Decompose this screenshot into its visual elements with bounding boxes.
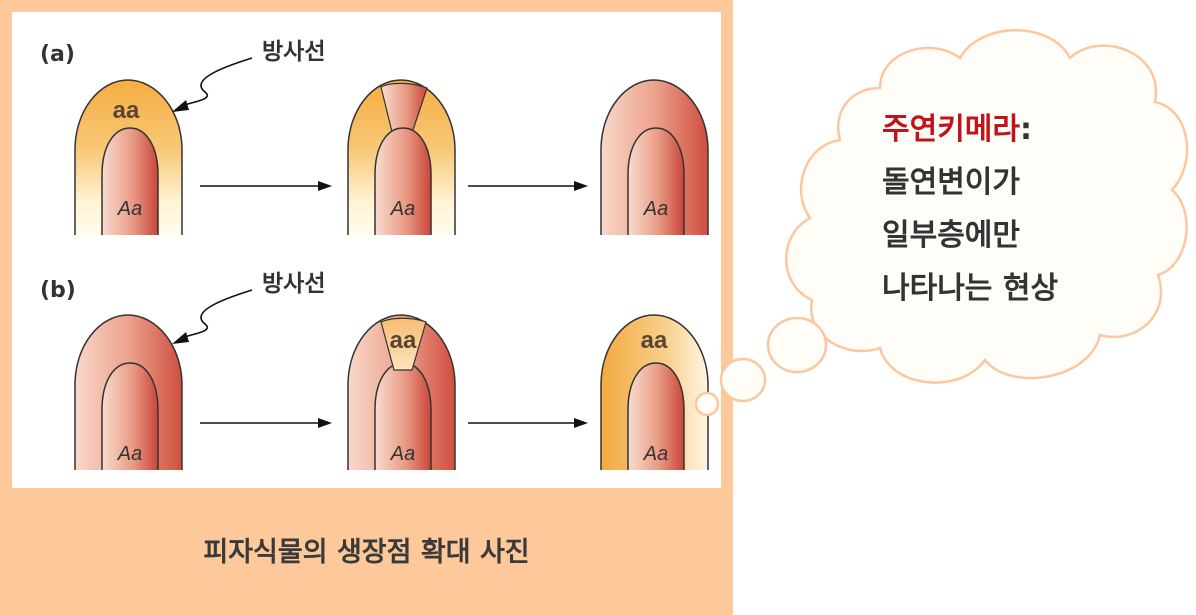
- genotype-aa-b3: aa: [641, 327, 668, 354]
- bubble-line-3: 나타나는 현상: [882, 271, 1059, 306]
- meristem-a3: [600, 79, 709, 235]
- genotype-Aa-a3: Aa: [643, 198, 668, 220]
- genotype-Aa-b3: Aa: [643, 443, 668, 465]
- thought-dot-large: [766, 316, 828, 374]
- radiation-label-b: 방사선: [262, 271, 326, 297]
- meristem-b2: [347, 314, 456, 470]
- figure-caption: 피자식물의 생장점 확대 사진: [203, 537, 530, 568]
- radiation-arrow-a: [172, 57, 253, 112]
- bubble-colon: :: [1020, 112, 1032, 147]
- genotype-Aa-b1: Aa: [117, 443, 142, 465]
- meristem-b1: [74, 314, 183, 470]
- radiation-arrow-b: [172, 289, 253, 344]
- meristem-a2: [347, 79, 456, 235]
- arrow-a2: [468, 181, 588, 191]
- panel-label-b: (b): [40, 278, 76, 303]
- bubble-line-1: 돌연변이가: [882, 165, 1020, 200]
- genotype-Aa-a2: Aa: [390, 198, 415, 220]
- thought-dots: [694, 316, 828, 417]
- thought-dot-medium: [719, 357, 767, 403]
- genotype-Aa-b2: Aa: [390, 443, 415, 465]
- cloud-shape: [785, 29, 1189, 384]
- meristem-diagram: aa Aa Aa Aa Aa aa Aa aa Aa: [74, 57, 709, 470]
- meristem-a1: [74, 79, 183, 235]
- genotype-aa-b2: aa: [390, 327, 417, 354]
- meristem-b3: [600, 314, 709, 470]
- arrow-b1: [200, 418, 332, 428]
- bubble-text: 주연키메라: 돌연변이가 일부층에만 나타나는 현상: [882, 103, 1058, 315]
- bubble-line-2: 일부층에만: [882, 218, 1020, 253]
- thought-dot-small: [694, 391, 720, 417]
- genotype-aa-a1: aa: [113, 97, 140, 124]
- arrow-a1: [200, 181, 332, 191]
- genotype-Aa-a1: Aa: [117, 198, 142, 220]
- arrow-b2: [468, 418, 588, 428]
- radiation-label-a: 방사선: [262, 39, 326, 65]
- bubble-term: 주연키메라: [882, 112, 1020, 147]
- bubble-term-line: 주연키메라:: [882, 103, 1058, 156]
- panel-label-a: (a): [40, 42, 75, 67]
